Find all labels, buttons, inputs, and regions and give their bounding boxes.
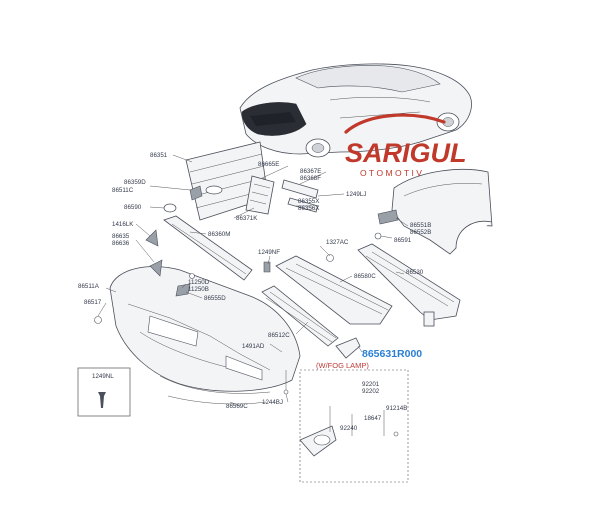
clip-part xyxy=(189,185,203,201)
bolt-icon xyxy=(98,392,106,408)
label-92201: 92201 xyxy=(362,381,380,388)
brand-logo: SARIGUL OTOMOTIV xyxy=(344,113,467,178)
label-86590: 86590 xyxy=(124,204,142,211)
label-1327AC: 1327AC xyxy=(326,239,349,246)
label-86368F: 86368F xyxy=(300,175,321,182)
bracket-part xyxy=(245,175,275,215)
fog-lamp-inset xyxy=(299,369,409,483)
label-1249NL: 1249NL xyxy=(92,373,114,380)
lower-grille-part xyxy=(261,285,339,347)
emblem-part xyxy=(163,203,177,213)
bolt-icon xyxy=(189,273,195,279)
label-86511C: 86511C xyxy=(112,187,134,194)
bolt-icon xyxy=(393,431,399,437)
label-86555D: 86555D xyxy=(204,295,226,302)
label-11250D: 11250D xyxy=(188,279,210,286)
clip-part xyxy=(326,254,334,262)
label-11250B: 11250B xyxy=(188,286,209,293)
label-86635: 86635 xyxy=(112,233,130,240)
highlight-part-number: 865631R000 xyxy=(362,348,422,360)
label-86512C: 86512C xyxy=(268,332,290,339)
front-bumper-part xyxy=(109,266,301,394)
label-86580C: 86580C xyxy=(354,273,376,280)
label-86511A: 86511A xyxy=(78,283,100,290)
bolt-icon xyxy=(94,316,102,324)
clip-part xyxy=(175,283,191,297)
label-18647: 18647 xyxy=(364,415,382,422)
clip-part xyxy=(374,232,382,240)
sedan-car-icon xyxy=(239,63,472,158)
label-86371K: 86371K xyxy=(236,215,258,222)
label-86359D: 86359D xyxy=(124,179,146,186)
bracket-part xyxy=(287,197,319,213)
label-1249LJ: 1249LJ xyxy=(346,191,366,198)
bolt-icon xyxy=(263,261,271,273)
bracket-part xyxy=(149,259,163,277)
reinforcement-part xyxy=(357,243,461,327)
label-86351: 86351 xyxy=(150,152,168,159)
fog-lamp-cover-part xyxy=(335,337,361,359)
label-86665E: 86665E xyxy=(258,161,279,168)
label-86355X: 86355X xyxy=(298,198,319,205)
label-86367E: 86367E xyxy=(300,168,321,175)
label-86360M: 86360M xyxy=(208,231,230,238)
label-91214B: 91214B xyxy=(386,405,407,412)
rail-part xyxy=(163,215,253,281)
brand-swoosh-icon xyxy=(344,113,446,134)
label-86530: 86530 xyxy=(406,269,424,276)
label-92202: 92202 xyxy=(362,388,380,395)
brand-subtitle: OTOMOTIV xyxy=(360,168,424,178)
absorber-part xyxy=(275,255,393,325)
label-86517: 86517 xyxy=(84,299,102,306)
brand-name: SARIGUL xyxy=(345,138,467,168)
bracket-part xyxy=(145,229,159,247)
label-1244BJ: 1244BJ xyxy=(262,399,283,406)
label-1416LK: 1416LK xyxy=(112,221,134,228)
part-labels: 86351 86665E 86367E 86368F 1249LJ 86359D… xyxy=(78,152,431,432)
leader-lines xyxy=(97,154,409,407)
label-86569C: 86569C xyxy=(226,403,248,410)
bracket-part xyxy=(281,179,319,199)
label-1491AD: 1491AD xyxy=(242,343,265,350)
label-86552B: 86552B xyxy=(410,229,431,236)
label-86636: 86636 xyxy=(112,240,130,247)
bracket-part xyxy=(377,209,399,225)
fender-part xyxy=(391,169,493,255)
label-1249NF: 1249NF xyxy=(258,249,280,256)
label-86591: 86591 xyxy=(394,237,412,244)
fog-lamp-note: (W/FOG LAMP) xyxy=(316,361,369,370)
bolt-icon xyxy=(283,389,289,395)
label-86356X: 86356X xyxy=(298,205,319,212)
label-86551B: 86551B xyxy=(410,222,431,229)
label-92240: 92240 xyxy=(340,425,358,432)
